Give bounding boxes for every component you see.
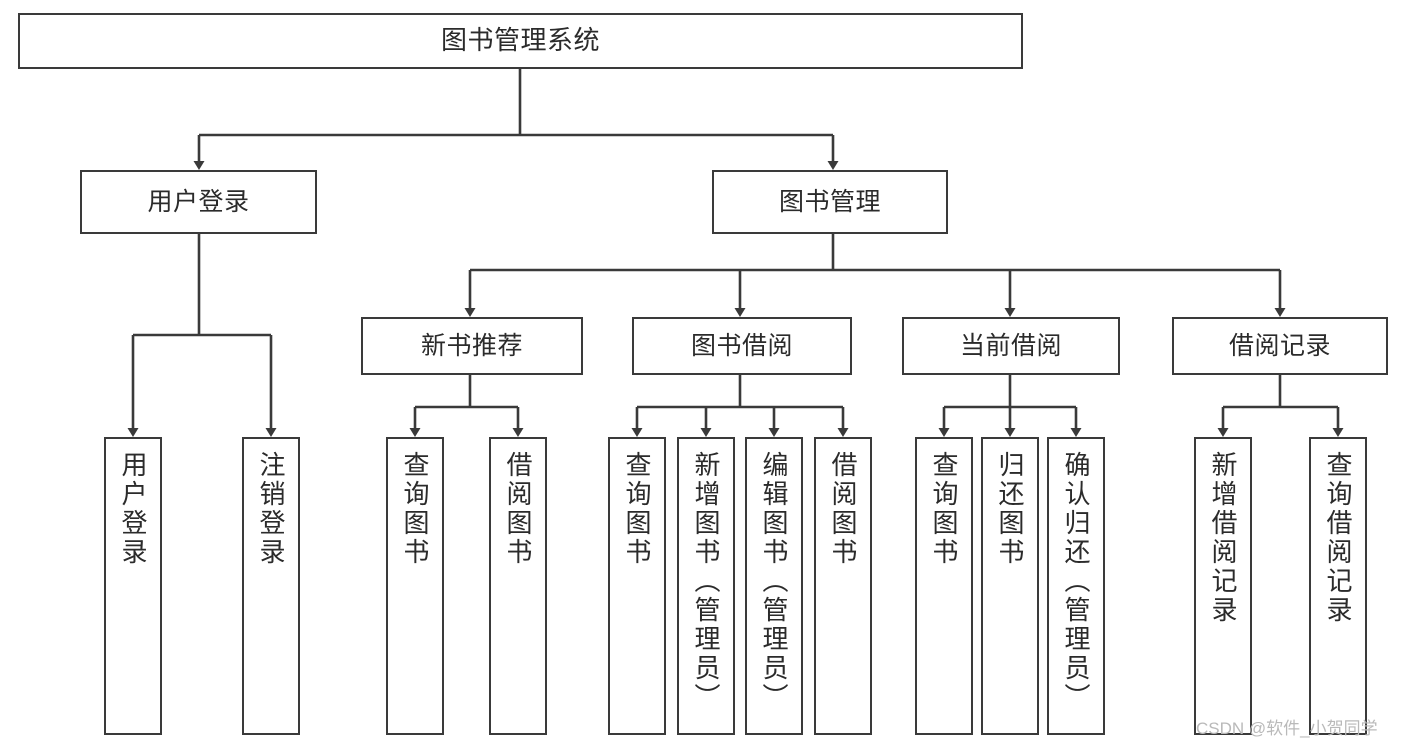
node-leaf-query-record[interactable]: 查询借阅记录 (1309, 437, 1367, 735)
node-root[interactable]: 图书管理系统 (18, 13, 1023, 69)
node-book-borrow[interactable]: 图书借阅 (632, 317, 852, 375)
node-leaf-add-record-label: 新增借阅记录 (1208, 451, 1238, 625)
node-leaf-confirm-return-label: 确认归还（管理员） (1061, 451, 1091, 712)
node-book-manage[interactable]: 图书管理 (712, 170, 948, 234)
node-leaf-add-book[interactable]: 新增图书（管理员） (677, 437, 735, 735)
node-leaf-query-book-2-label: 查询图书 (622, 451, 652, 567)
node-current-borrow[interactable]: 当前借阅 (902, 317, 1120, 375)
node-leaf-query-book-1[interactable]: 查询图书 (386, 437, 444, 735)
node-leaf-user-login[interactable]: 用户登录 (104, 437, 162, 735)
node-leaf-borrow-book-1-label: 借阅图书 (503, 451, 533, 567)
node-leaf-return-book-label: 归还图书 (995, 451, 1025, 567)
node-leaf-logout-label: 注销登录 (256, 451, 286, 567)
node-leaf-edit-book[interactable]: 编辑图书（管理员） (745, 437, 803, 735)
node-root-label: 图书管理系统 (440, 25, 600, 56)
node-borrow-record-label: 借阅记录 (1228, 332, 1331, 360)
node-leaf-add-record[interactable]: 新增借阅记录 (1194, 437, 1252, 735)
node-book-manage-label: 图书管理 (778, 188, 881, 216)
watermark: CSDN @软件_小贺同学 (1196, 719, 1378, 738)
node-book-borrow-label: 图书借阅 (690, 332, 793, 360)
node-leaf-logout[interactable]: 注销登录 (242, 437, 300, 735)
node-leaf-borrow-book-2-label: 借阅图书 (828, 451, 858, 567)
node-leaf-query-book-2[interactable]: 查询图书 (608, 437, 666, 735)
node-leaf-query-book-3-label: 查询图书 (929, 451, 959, 567)
node-current-borrow-label: 当前借阅 (959, 332, 1062, 360)
node-new-book-recommend[interactable]: 新书推荐 (361, 317, 583, 375)
node-borrow-record[interactable]: 借阅记录 (1172, 317, 1388, 375)
node-user-login[interactable]: 用户登录 (80, 170, 317, 234)
node-leaf-borrow-book-2[interactable]: 借阅图书 (814, 437, 872, 735)
node-leaf-query-book-1-label: 查询图书 (400, 451, 430, 567)
node-leaf-query-book-3[interactable]: 查询图书 (915, 437, 973, 735)
node-leaf-add-book-label: 新增图书（管理员） (691, 451, 721, 712)
node-leaf-edit-book-label: 编辑图书（管理员） (759, 451, 789, 712)
node-user-login-label: 用户登录 (147, 188, 250, 216)
node-leaf-confirm-return[interactable]: 确认归还（管理员） (1047, 437, 1105, 735)
node-leaf-borrow-book-1[interactable]: 借阅图书 (489, 437, 547, 735)
node-leaf-user-login-label: 用户登录 (118, 451, 148, 567)
node-leaf-return-book[interactable]: 归还图书 (981, 437, 1039, 735)
node-new-book-recommend-label: 新书推荐 (420, 332, 523, 360)
node-leaf-query-record-label: 查询借阅记录 (1323, 451, 1353, 625)
